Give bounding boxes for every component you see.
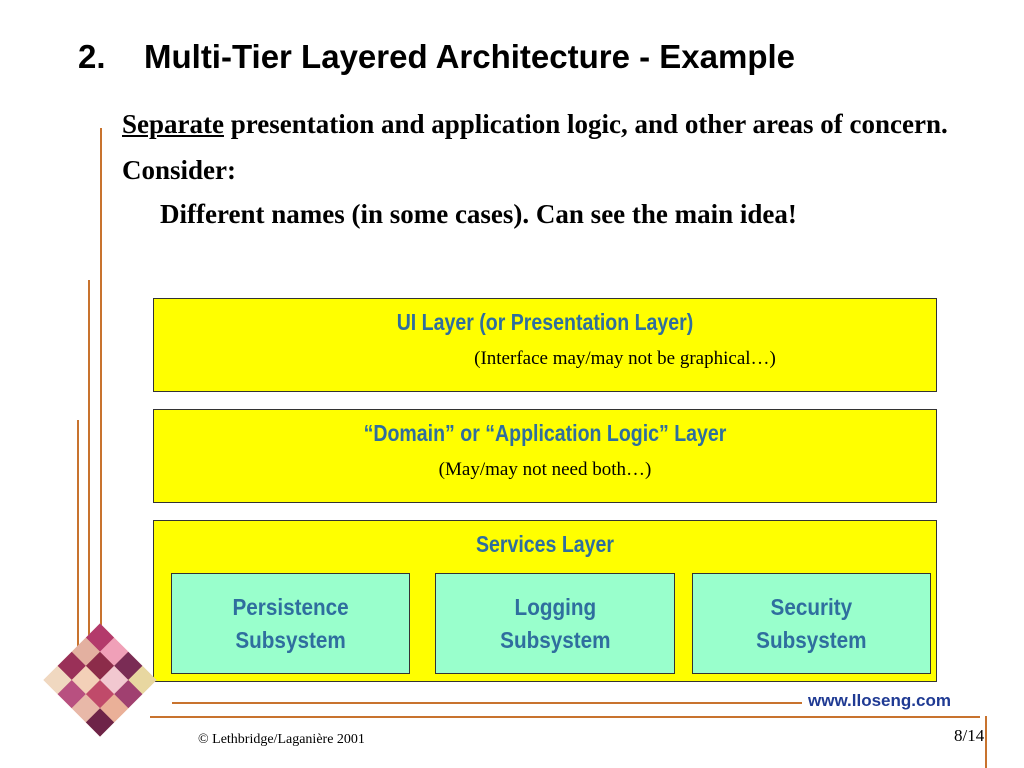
decor-vertical-line-right: [985, 716, 987, 768]
bullet-3: Different names (in some cases). Can see…: [160, 199, 797, 229]
ui-layer-subtitle: (Interface may/may not be graphical…): [474, 348, 776, 369]
persistence-subsystem-line2: Subsystem: [235, 626, 346, 653]
bullet-1: Separate presentation and application lo…: [122, 104, 1012, 144]
footer-url: www.lloseng.com: [808, 691, 951, 710]
domain-layer-box: “Domain” or “Application Logic” Layer (M…: [153, 409, 937, 503]
ui-layer-title: UI Layer (or Presentation Layer): [396, 309, 694, 335]
security-subsystem-line1: Security: [770, 593, 853, 620]
domain-layer-subtitle: (May/may not need both…): [438, 459, 652, 480]
slide-title-number: 2.: [78, 38, 106, 75]
slide-title-text: Multi-Tier Layered Architecture - Exampl…: [144, 38, 796, 75]
ui-layer-box: UI Layer (or Presentation Layer) (Interf…: [153, 298, 937, 392]
slide-title: 2. Multi-Tier Layered Architecture - Exam…: [78, 38, 795, 76]
bullet-1-emphasis: Separate: [122, 109, 224, 139]
bullet-text: Separate presentation and application lo…: [122, 104, 1012, 234]
decor-vertical-line-2: [88, 280, 90, 680]
persistence-subsystem-line1: Persistence: [232, 593, 349, 620]
page-number: 8/14: [954, 726, 985, 745]
security-subsystem-line2: Subsystem: [756, 626, 867, 653]
logging-subsystem-line2: Subsystem: [499, 626, 611, 653]
decorative-mosaic-logo: [43, 623, 157, 737]
decor-horizontal-line-2: [150, 716, 980, 718]
bullet-1-text: presentation and application logic, and …: [223, 109, 948, 139]
bullet-2: Consider:: [122, 155, 236, 185]
decor-vertical-line-1: [100, 128, 102, 688]
decor-vertical-line-3: [77, 420, 79, 680]
domain-layer-title: “Domain” or “Application Logic” Layer: [363, 420, 727, 446]
services-layer-title: Services Layer: [475, 531, 615, 557]
decor-horizontal-line-1: [172, 702, 802, 704]
footer-copyright: © Lethbridge/Laganière 2001: [198, 732, 365, 747]
logging-subsystem-line1: Logging: [514, 593, 596, 620]
